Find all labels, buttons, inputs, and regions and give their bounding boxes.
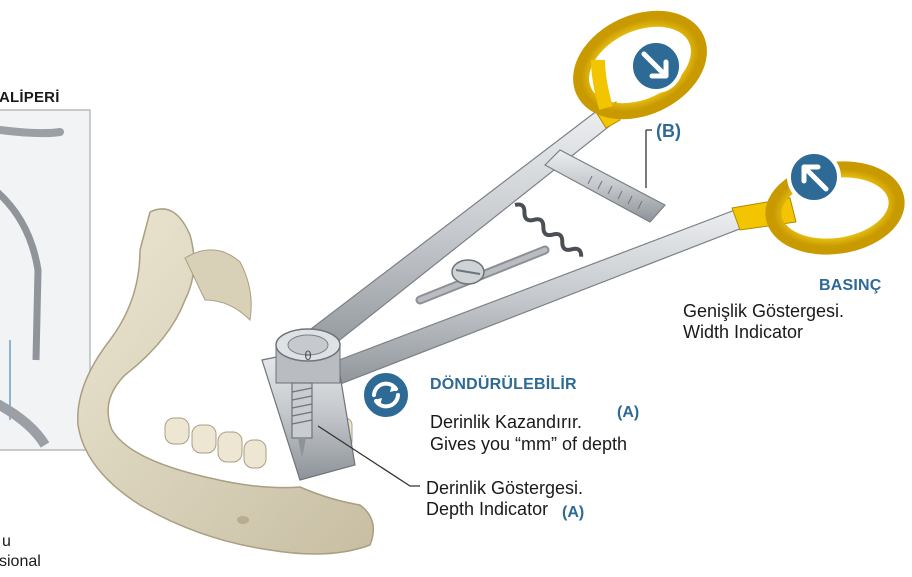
inset-title: ALİPERİ: [0, 89, 60, 106]
depth-gain-en: Gives you “mm” of depth: [430, 434, 627, 455]
rotatable-heading: DÖNDÜRÜLEBİLİR: [430, 376, 577, 394]
inset-panel: [0, 110, 90, 450]
rotate-icon: [362, 371, 410, 419]
inset-caption-line2: sional: [0, 551, 41, 572]
knob-mark: θ: [304, 349, 311, 363]
inset-caption-line1: u: [2, 531, 11, 552]
width-indicator-en: Width Indicator: [683, 322, 803, 343]
pressure-heading: BASINÇ: [819, 277, 882, 295]
arrow-up-left-icon: [789, 152, 839, 202]
depth-indicator-en: Depth Indicator: [426, 499, 548, 520]
b-marker: (B): [656, 121, 681, 142]
a-marker-depth: (A): [562, 504, 584, 522]
arrow-down-right-icon: [631, 41, 681, 91]
width-indicator-tr: Genişlik Göstergesi.: [683, 301, 844, 322]
depth-gain-tr: Derinlik Kazandırır.: [430, 412, 582, 433]
depth-indicator-tr: Derinlik Göstergesi.: [426, 478, 583, 499]
a-marker-rotatable: (A): [617, 404, 639, 422]
